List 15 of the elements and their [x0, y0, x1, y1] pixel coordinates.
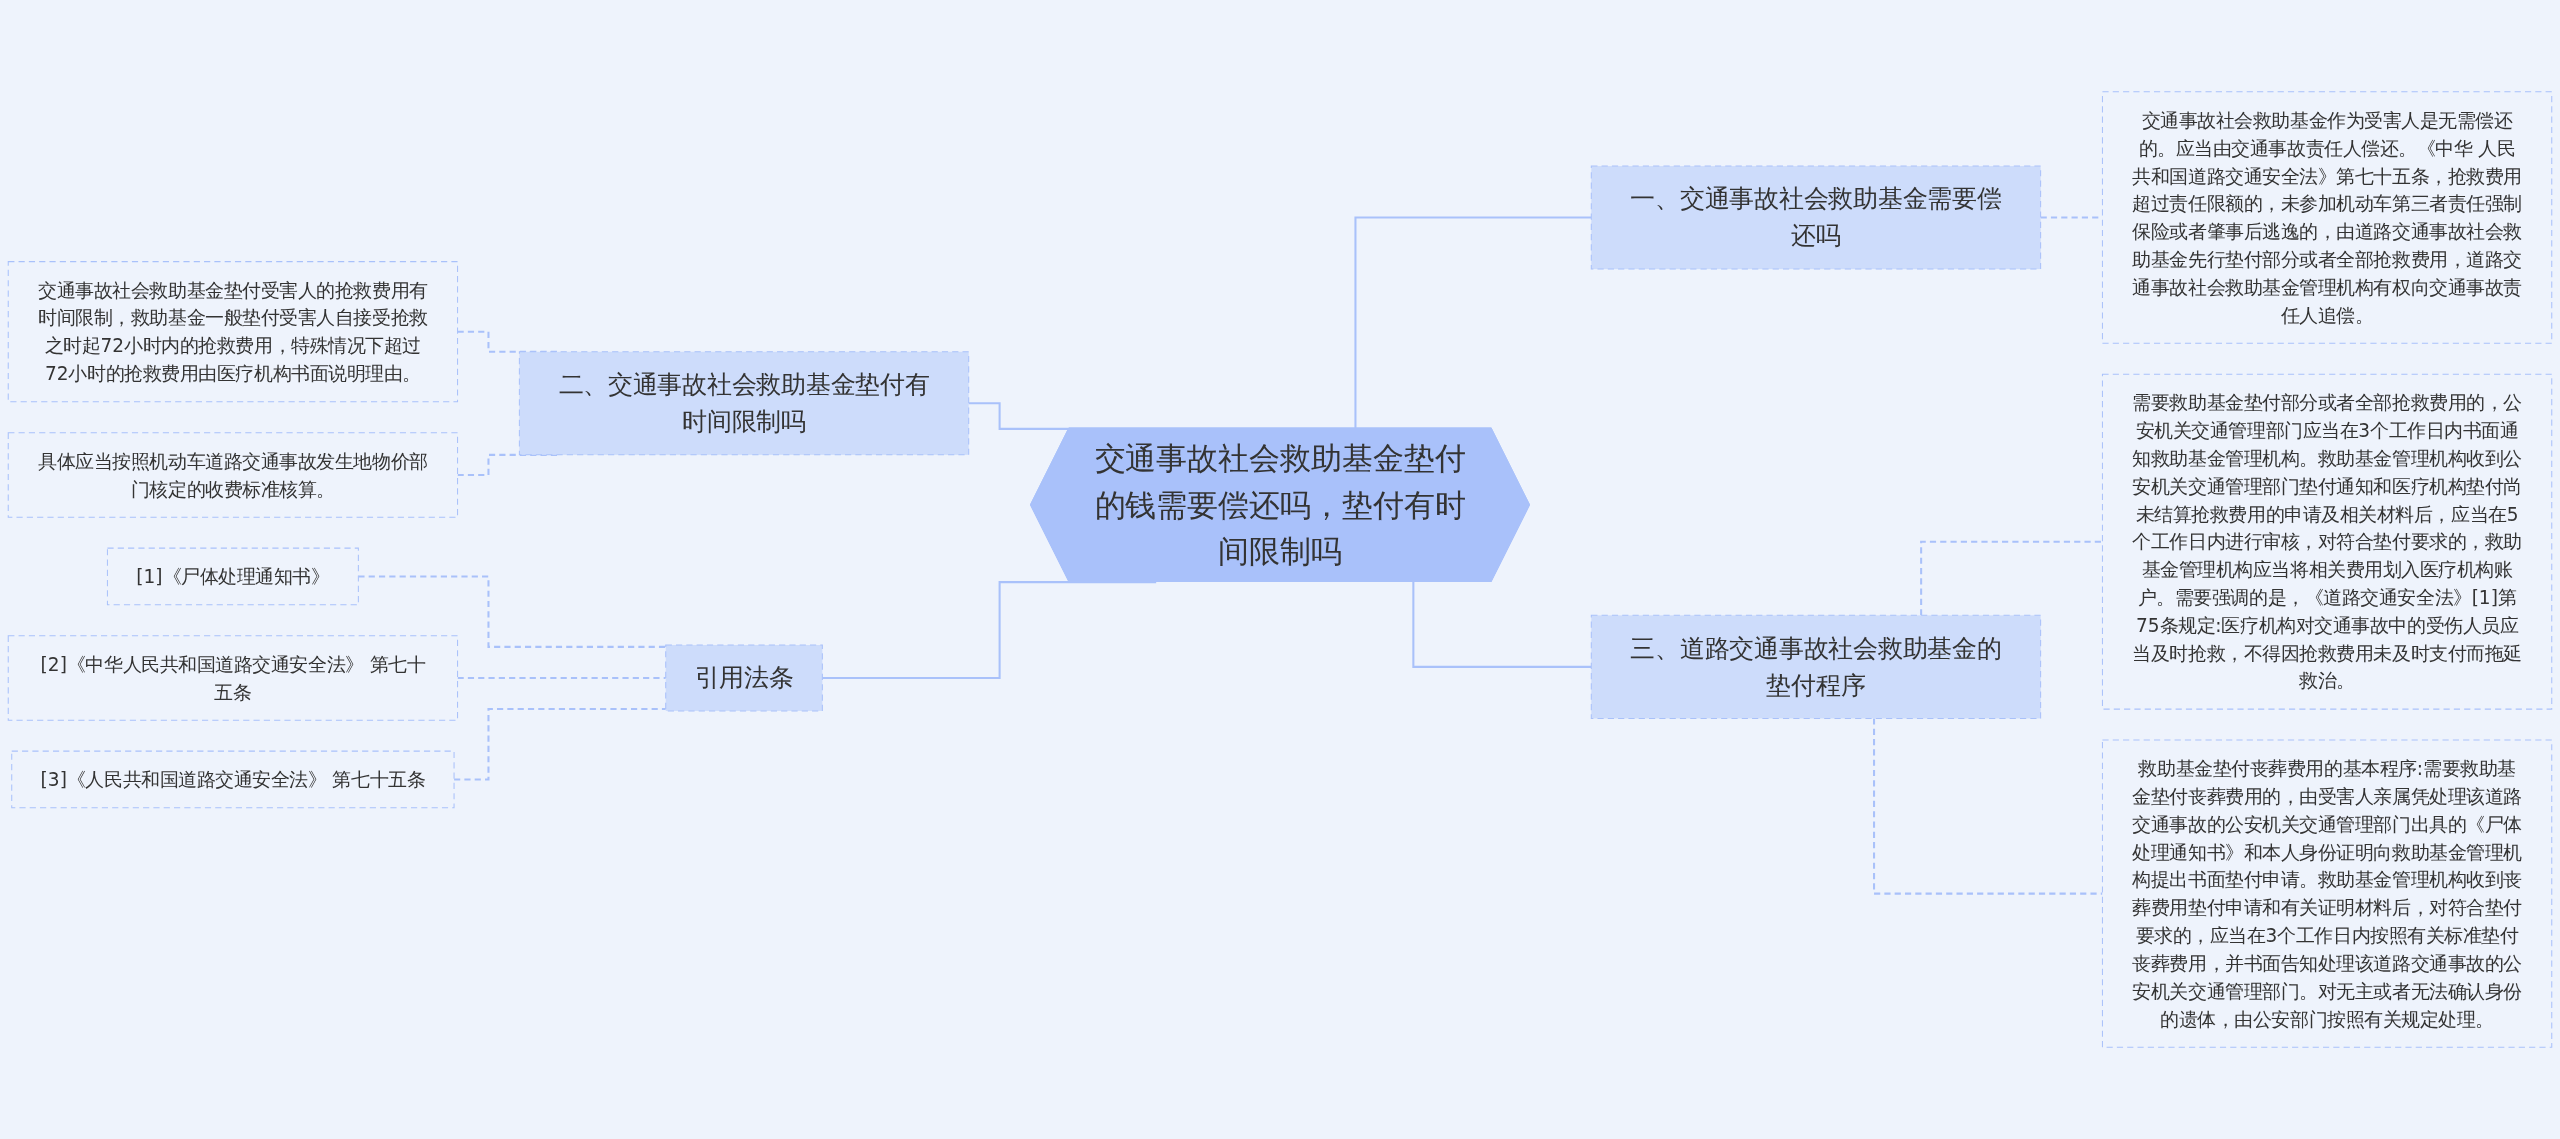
node-box: 一、交通事故社会救助基金需要偿还吗: [1590, 165, 2042, 270]
node-box: [2]《中华人民共和国道路交通安全法》 第七十五条: [7, 635, 459, 721]
node-box: 需要救助基金垫付部分或者全部抢救费用的，公安机关交通管理部门应当在3个工作日内书面通知救助基金管理机构。救助基金管理机构收到公安机关交通管理部门垫付通知和医疗机构垫付尚未结算抢救费用的申请及相关材料后，应当在5个工作日内进行审核，对符合垫付要求的，救助基金管理机构应当将相关费用划入医疗机构账户。需要强调的是，《道路交通安全法》[1]第75条规定:医疗机构对交通事故中的受伤人员应当及时抢救，不得因抢救费用未及时支付而拖延救治。: [2101, 373, 2553, 710]
node-box: 三、道路交通事故社会救助基金的垫付程序: [1590, 614, 2042, 719]
node-box: 二、交通事故社会救助基金垫付有时间限制吗: [518, 351, 970, 456]
connector: [1354, 216, 1592, 429]
node-box: 交通事故社会救助基金作为受害人是无需偿还的。应当由交通事故责任人偿还。《中华 人民共和国道路交通安全法》第七十五条，抢救费用超过责任限额的，未参加机动车第三者责任强制保险或者肇事后逃逸的，由道路交通事故社会救助基金先行垫付部分或者全部抢救费用，道路交通事故社会救助基金管理机构有权向交通事故责任人追偿。: [2101, 91, 2553, 344]
node-box: [1]《尸体处理通知书》: [106, 547, 359, 606]
node-box: 引用法条: [665, 644, 823, 712]
connector: [1412, 582, 1592, 668]
connector: [1920, 540, 2103, 616]
node-box: 救助基金垫付丧葬费用的基本程序:需要救助基金垫付丧葬费用的，由受害人亲属凭处理该道路交通事故的公安机关交通管理部门出具的《尸体处理通知书》和本人身份证明向救助基金管理机构提出书面垫付申请。救助基金管理机构收到丧葬费用垫付申请和有关证明材料后，对符合垫付要求的，应当在3个工作日内按照有关标准垫付丧葬费用，并书面告知处理该道路交通事故的公安机关交通管理部门。对无主或者无法确认身份的遗体，由公安部门按照有关规定处理。: [2101, 739, 2553, 1048]
node-box: 具体应当按照机动车道路交通事故发生地物价部门核定的收费标准核算。: [7, 432, 459, 518]
node-box: 交通事故社会救助基金垫付受害人的抢救费用有时间限制，救助基金一般垫付受害人自接受抢救之时起72小时内的抢救费用，特殊情况下超过72小时的抢救费用由医疗机构书面说明理由。: [7, 261, 459, 403]
node-box: [3]《人民共和国道路交通安全法》 第七十五条: [11, 750, 455, 809]
